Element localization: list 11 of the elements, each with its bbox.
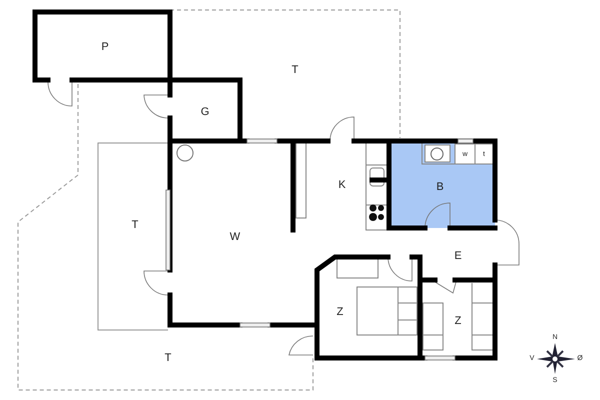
room-label: B	[436, 181, 444, 193]
room-label: P	[101, 41, 109, 53]
room-label: T	[164, 352, 172, 364]
room-label: T	[132, 219, 138, 231]
room-label: T	[292, 64, 298, 76]
room-label: Z	[336, 306, 344, 318]
room-label: Z	[454, 315, 462, 327]
room-label: E	[454, 250, 462, 262]
room-label: W	[230, 231, 240, 243]
room-label: K	[338, 179, 346, 191]
room-label: G	[200, 106, 210, 118]
